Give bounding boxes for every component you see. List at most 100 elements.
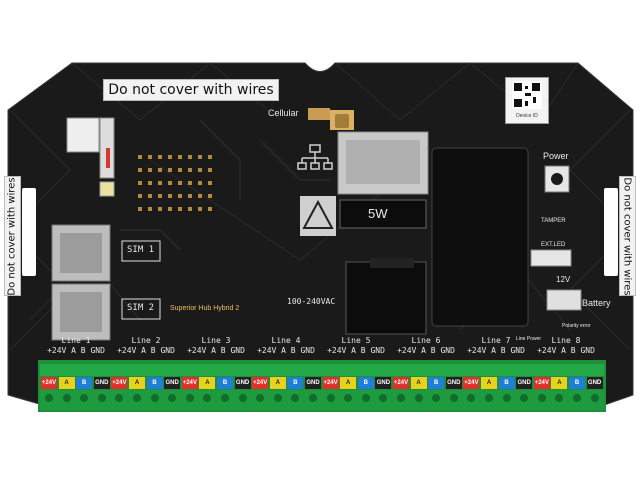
terminal-tag: GND	[164, 377, 181, 389]
line-name: Line 1	[61, 336, 91, 345]
cellular-antenna-connector	[308, 108, 330, 120]
terminal-pin[interactable]: A	[339, 364, 358, 410]
terminal-tag: B	[146, 377, 163, 389]
line-label-8: Line 8+24V A B GND	[534, 336, 598, 356]
terminal-pin[interactable]: +24V	[40, 364, 58, 410]
line-label-4: Line 4+24V A B GND	[254, 336, 318, 356]
terminal-tag: GND	[93, 377, 110, 389]
terminal-pin[interactable]: GND	[444, 364, 463, 410]
sim2-label: SIM 2	[127, 303, 155, 313]
line-pins: +24V A B GND	[187, 346, 245, 355]
terminal-pin[interactable]: A	[198, 364, 217, 410]
terminal-pin[interactable]: B	[286, 364, 305, 410]
terminal-tag: A	[551, 377, 568, 389]
line-pins: +24V A B GND	[327, 346, 385, 355]
line-label-7: Line 7+24V A B GND	[464, 336, 528, 356]
terminal-pin[interactable]: +24V	[180, 364, 199, 410]
terminal-tag: +24V	[463, 377, 480, 389]
line-name: Line 3	[201, 336, 231, 345]
tamper-connector	[530, 249, 572, 267]
terminal-tag: GND	[586, 377, 603, 389]
terminal-tag: +24V	[111, 377, 128, 389]
terminal-pin[interactable]: GND	[304, 364, 322, 410]
line-name: Line 6	[411, 336, 441, 345]
terminal-tag: +24V	[393, 377, 409, 389]
sim1-frame	[121, 240, 161, 262]
terminal-pin[interactable]: +24V	[462, 364, 481, 410]
terminal-pin[interactable]: A	[480, 364, 498, 410]
line-label-2: Line 2+24V A B GND	[114, 336, 178, 356]
volt12-label: 12V	[556, 275, 571, 284]
line-pins: +24V A B GND	[467, 346, 525, 355]
terminal-pin[interactable]: +24V	[392, 364, 410, 410]
mount-slot-right	[604, 188, 618, 276]
line-name: Line 7	[481, 336, 511, 345]
terminal-pin[interactable]: A	[128, 364, 146, 410]
terminal-pin[interactable]: B	[568, 364, 586, 410]
terminal-pin[interactable]: A	[409, 364, 428, 410]
network-icon	[297, 144, 333, 170]
mount-slot-left	[22, 188, 36, 276]
terminal-pin[interactable]: +24V	[321, 364, 340, 410]
polarity-label: Polarity error	[562, 323, 591, 329]
line-label-6: Line 6+24V A B GND	[394, 336, 458, 356]
power-button[interactable]	[551, 173, 563, 185]
terminal-tag: A	[199, 377, 216, 389]
terminal-pin[interactable]: B	[75, 364, 94, 410]
terminal-tag: +24V	[181, 377, 198, 389]
line-name: Line 8	[551, 336, 581, 345]
terminal-pin[interactable]: B	[497, 364, 516, 410]
terminal-pin[interactable]: GND	[585, 364, 604, 410]
battery-label: Battery	[582, 298, 611, 308]
warning-left: Do not cover with wires	[4, 176, 21, 296]
line-pins: +24V A B GND	[537, 346, 595, 355]
terminal-pin[interactable]: GND	[92, 364, 111, 410]
terminal-pin[interactable]: GND	[163, 364, 182, 410]
sim1-label: SIM 1	[127, 245, 155, 255]
terminal-pin[interactable]: GND	[515, 364, 534, 410]
line-label-3: Line 3+24V A B GND	[184, 336, 248, 356]
line-label-5: Line 5+24V A B GND	[324, 336, 388, 356]
terminal-tag: B	[569, 377, 585, 389]
terminal-tag: +24V	[533, 377, 550, 389]
terminal-pin[interactable]: B	[356, 364, 375, 410]
sim2-frame	[121, 298, 161, 320]
device-id-label: Device ID	[516, 113, 538, 119]
cellular-label: Cellular	[268, 108, 299, 118]
line-pins: +24V A B GND	[257, 346, 315, 355]
power-label: Power	[543, 151, 569, 161]
terminal-tag: +24V	[322, 377, 339, 389]
warning-top: Do not cover with wires	[103, 79, 279, 101]
terminal-tag: A	[129, 377, 145, 389]
terminal-tag: GND	[305, 377, 321, 389]
terminal-pin[interactable]: A	[268, 364, 287, 410]
terminal-tag: GND	[516, 377, 533, 389]
terminal-pin[interactable]: GND	[374, 364, 393, 410]
tamper-label: TAMPER	[541, 218, 566, 224]
terminal-pin[interactable]: GND	[233, 364, 252, 410]
terminal-pin[interactable]: B	[145, 364, 164, 410]
terminal-tag: A	[269, 377, 286, 389]
terminal-tag: B	[357, 377, 374, 389]
terminal-tag: +24V	[41, 377, 57, 389]
relay-rating: 5W	[368, 206, 388, 221]
terminal-tag: B	[76, 377, 93, 389]
terminal-pin[interactable]: +24V	[251, 364, 270, 410]
terminal-tag: A	[58, 377, 75, 389]
terminal-pin[interactable]: B	[427, 364, 446, 410]
terminal-pin[interactable]: A	[57, 364, 76, 410]
terminal-tag: B	[287, 377, 304, 389]
terminal-tag: B	[428, 377, 445, 389]
terminal-tag: B	[217, 377, 233, 389]
board-name: Superior Hub Hybrid 2	[170, 305, 240, 312]
ext-led-label: EXT.LED	[541, 242, 566, 248]
terminal-pin[interactable]: +24V	[110, 364, 129, 410]
warning-right: Do not cover with wires	[619, 176, 636, 296]
battery-connector	[546, 289, 582, 311]
terminal-pin[interactable]: A	[550, 364, 569, 410]
terminal-pin[interactable]: +24V	[532, 364, 551, 410]
qr-code-icon	[512, 81, 542, 109]
terminal-tag: GND	[445, 377, 462, 389]
terminal-pin[interactable]: B	[216, 364, 234, 410]
